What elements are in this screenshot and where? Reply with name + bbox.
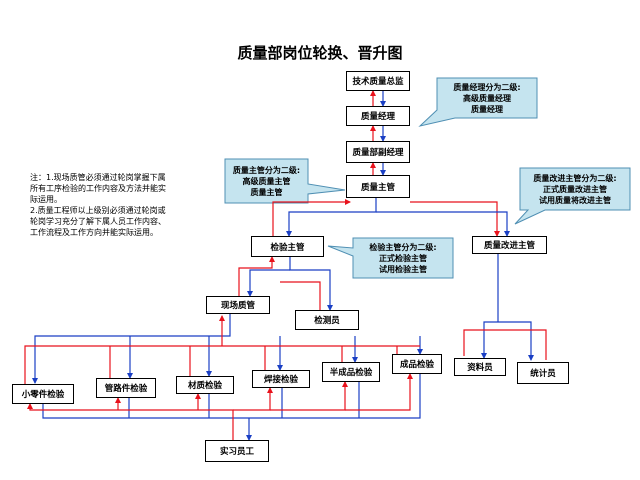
callout-improvement-line: 正式质量改进主管 bbox=[543, 184, 607, 194]
callout-inspection-line: 检验主管分为二级: bbox=[369, 242, 437, 252]
callout-inspection-line: 试用检验主管 bbox=[379, 264, 427, 274]
node-pipe-fittings: 管路件检验 bbox=[96, 378, 156, 398]
callout-manager-line: 高级质量经理 bbox=[463, 93, 511, 103]
node-tester: 检测员 bbox=[295, 310, 359, 330]
node-welding: 焊接检验 bbox=[252, 370, 310, 388]
node-site-qc: 现场质管 bbox=[206, 296, 270, 314]
callout-improvement: 质量改进主管分为二级: 正式质量改进主管 试用质量将改进主管 bbox=[520, 168, 630, 210]
node-intern: 实习员工 bbox=[205, 440, 269, 462]
chain-upper bbox=[370, 90, 386, 176]
callout-improvement-shape bbox=[514, 167, 631, 225]
callout-supervisor: 质量主管分为二级: 高级质量主管 质量主管 bbox=[225, 159, 308, 203]
node-deputy-manager: 质量部副经理 bbox=[346, 141, 410, 163]
callout-inspection: 检验主管分为二级: 正式检验主管 试用检验主管 bbox=[353, 238, 453, 278]
note-line: 际运用。 bbox=[30, 195, 62, 204]
node-small-parts: 小零件检验 bbox=[12, 384, 74, 404]
callout-manager-line: 质量经理 bbox=[471, 104, 503, 114]
node-statistician: 统计员 bbox=[517, 362, 569, 384]
node-data-clerk: 资料员 bbox=[454, 358, 506, 376]
callout-improvement-line: 质量改进主管分为二级: bbox=[533, 173, 617, 183]
note-line: 2.质量工程师以上级别必须通过轮岗或 bbox=[30, 206, 166, 215]
note-line: 工作流程及工作方向并能实际运用。 bbox=[30, 228, 158, 237]
node-improvement-supervisor: 质量改进主管 bbox=[472, 236, 547, 254]
note-line: 所有工序检验的工作内容及方法并能实 bbox=[30, 184, 166, 193]
callout-supervisor-line: 高级质量主管 bbox=[242, 176, 291, 186]
node-semi-finished: 半成品检验 bbox=[322, 362, 380, 382]
callout-improvement-line: 试用质量将改进主管 bbox=[539, 195, 611, 205]
siteqc-branches bbox=[24, 314, 423, 384]
callout-supervisor-line: 质量主管 bbox=[250, 187, 283, 197]
intern-branches bbox=[27, 373, 421, 441]
callout-inspection-line: 正式检验主管 bbox=[379, 253, 427, 263]
node-inspection-supervisor: 检验主管 bbox=[251, 236, 324, 257]
page-title: 质量部岗位轮换、晋升图 bbox=[237, 44, 403, 62]
callout-manager: 质量经理分为二级: 高级质量经理 质量经理 bbox=[437, 78, 537, 118]
node-quality-manager: 质量经理 bbox=[346, 106, 410, 126]
note-text: 注：1.现场质管必须通过轮岗掌握下属 所有工序检验的工作内容及方法并能实 际运用… bbox=[30, 172, 202, 238]
node-finished: 成品检验 bbox=[392, 354, 442, 374]
node-tech-director: 技术质量总监 bbox=[346, 71, 410, 91]
callout-supervisor-shape bbox=[224, 158, 346, 204]
improvement-branches bbox=[463, 254, 547, 361]
callout-inspection-shape bbox=[327, 237, 454, 279]
callout-manager-shape bbox=[418, 77, 538, 127]
node-quality-supervisor: 质量主管 bbox=[346, 175, 410, 198]
callout-supervisor-line: 质量主管分为二级: bbox=[232, 165, 301, 175]
node-materials: 材质检验 bbox=[176, 376, 234, 394]
note-line: 注：1.现场质管必须通过轮岗掌握下属 bbox=[30, 173, 166, 182]
inspection-branches bbox=[238, 256, 333, 311]
callout-manager-line: 质量经理分为二级: bbox=[453, 82, 521, 92]
supervisor-branches bbox=[272, 198, 510, 237]
note-line: 轮岗学习充分了解下属人员工作内容、 bbox=[30, 217, 166, 226]
